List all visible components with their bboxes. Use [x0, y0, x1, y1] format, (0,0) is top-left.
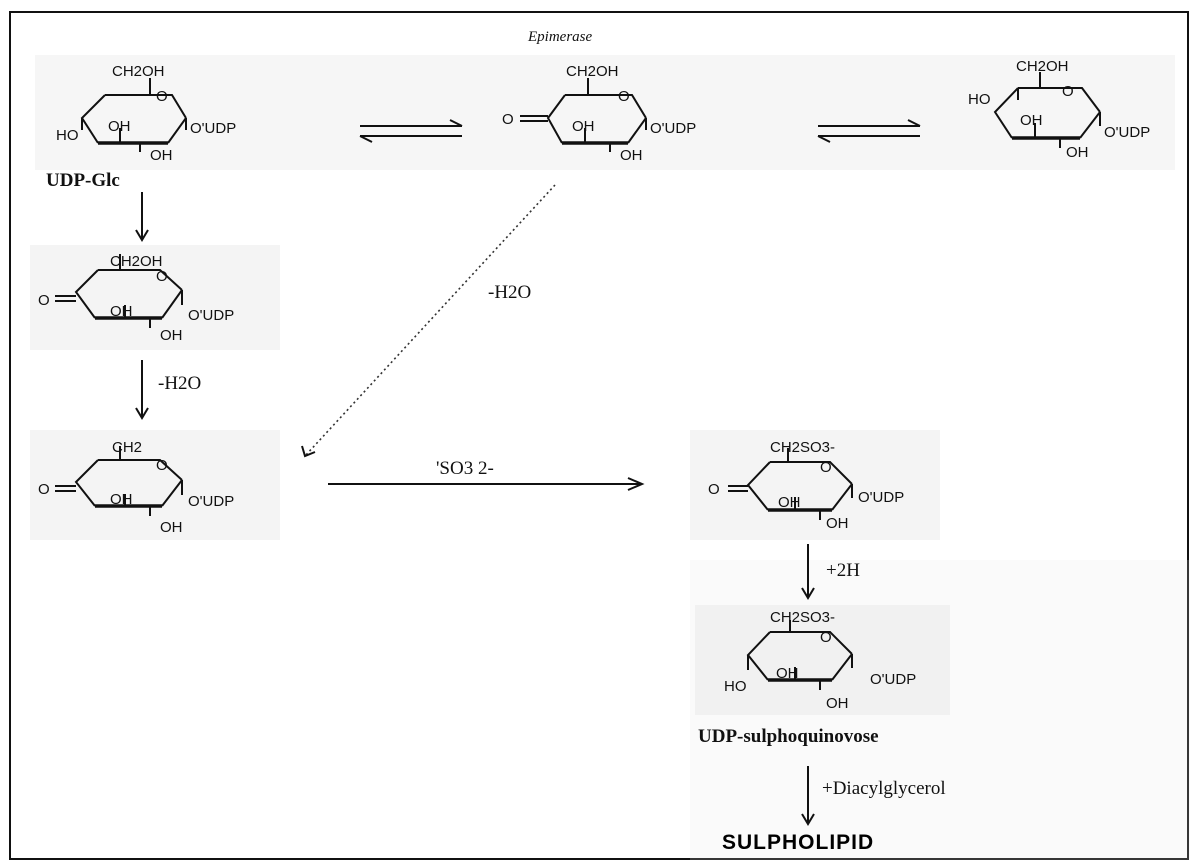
- scan-shade: [695, 605, 950, 715]
- oudp-label: O'UDP: [858, 489, 904, 506]
- reduction-arrow: [801, 544, 815, 600]
- oh-label: OH: [110, 303, 133, 320]
- oudp-label: O'UDP: [650, 120, 696, 137]
- minus-h2o-diagonal-label: -H2O: [488, 282, 531, 303]
- ch2so3-label: CH2SO3-: [770, 609, 835, 626]
- plus-diacylglycerol-label: +Diacylglycerol: [822, 778, 946, 799]
- oh-label: OH: [776, 665, 799, 682]
- lipid-transfer-arrow: [801, 766, 815, 826]
- equilibrium-arrows: [359, 119, 463, 143]
- ring-oxygen-label: O: [1062, 83, 1074, 100]
- scan-shade: [35, 55, 1175, 170]
- minus-h2o-label: -H2O: [158, 373, 201, 394]
- ho-label: HO: [56, 127, 79, 144]
- oh-label: OH: [826, 515, 849, 532]
- scan-shade: [30, 245, 280, 350]
- keto-oxygen-label: O: [708, 481, 720, 498]
- udp-sulphoquinovose-molecule: CH2SO3- O OH HO O'UDP OH: [724, 609, 916, 712]
- keto-oxygen-label: O: [38, 481, 50, 498]
- scan-shade: [690, 560, 1190, 860]
- ho-label: HO: [968, 91, 991, 108]
- oh-label: OH: [778, 494, 801, 511]
- oh-label: OH: [572, 118, 595, 135]
- reaction-arrow-down: [135, 360, 149, 420]
- ch2-label: CH2: [112, 439, 142, 456]
- oudp-label: O'UDP: [188, 307, 234, 324]
- oh-label: OH: [1066, 144, 1089, 161]
- ch2-intermediate-molecule: CH2 O O OH O'UDP OH: [38, 439, 234, 536]
- equilibrium-arrows: [817, 119, 921, 143]
- oudp-label: O'UDP: [870, 671, 916, 688]
- oh-label: OH: [620, 147, 643, 164]
- oh-label: OH: [160, 327, 183, 344]
- ho-label: HO: [724, 678, 747, 695]
- keto-oxygen-label: O: [502, 111, 514, 128]
- oh-label: OH: [826, 695, 849, 712]
- figure-frame: [9, 11, 1189, 860]
- epimerase-label: Epimerase: [527, 29, 592, 45]
- ch2oh-label: CH2OH: [566, 63, 619, 80]
- oudp-label: O'UDP: [188, 493, 234, 510]
- dehydration-dotted-arrow: [301, 184, 556, 458]
- epimer-product-molecule: CH2OH O HO OH O'UDP OH: [968, 58, 1150, 161]
- ring-oxygen-label: O: [618, 88, 630, 105]
- oh-label: OH: [160, 519, 183, 536]
- keto-sulpho-intermediate-molecule: CH2SO3- O O OH O'UDP OH: [708, 439, 904, 532]
- ch2oh-label: CH2OH: [1016, 58, 1069, 75]
- keto-intermediate-molecule: CH2OH O O OH O'UDP OH: [502, 63, 696, 164]
- sulphite-label: 'SO3 2-: [436, 458, 494, 479]
- oh-label: OH: [1020, 112, 1043, 129]
- ch2so3-label: CH2SO3-: [770, 439, 835, 456]
- sulpholipid-label: SULPHOLIPID: [722, 831, 874, 854]
- ch2oh-label: CH2OH: [110, 253, 163, 270]
- ring-oxygen-label: O: [820, 459, 832, 476]
- keto-oxygen-label: O: [38, 292, 50, 309]
- oh-label: OH: [108, 118, 131, 135]
- reaction-arrow-down: [135, 192, 149, 242]
- oudp-label: O'UDP: [190, 120, 236, 137]
- udp-glc-molecule: CH2OH O OH HO O'UDP OH: [56, 63, 236, 164]
- plus-2h-label: +2H: [826, 560, 860, 581]
- ch2oh-label: CH2OH: [112, 63, 165, 80]
- oh-label: OH: [150, 147, 173, 164]
- ring-oxygen-label: O: [156, 88, 168, 105]
- udp-sulphoquinovose-label: UDP-sulphoquinovose: [698, 726, 879, 747]
- oudp-label: O'UDP: [1104, 124, 1150, 141]
- udp-glc-label: UDP-Glc: [46, 170, 120, 191]
- sulphite-addition-arrow: [328, 477, 645, 491]
- oh-label: OH: [110, 491, 133, 508]
- ring-oxygen-label: O: [820, 629, 832, 646]
- ring-oxygen-label: O: [156, 268, 168, 285]
- ring-oxygen-label: O: [156, 457, 168, 474]
- keto-intermediate-molecule-left: CH2OH O O OH O'UDP OH: [38, 253, 234, 344]
